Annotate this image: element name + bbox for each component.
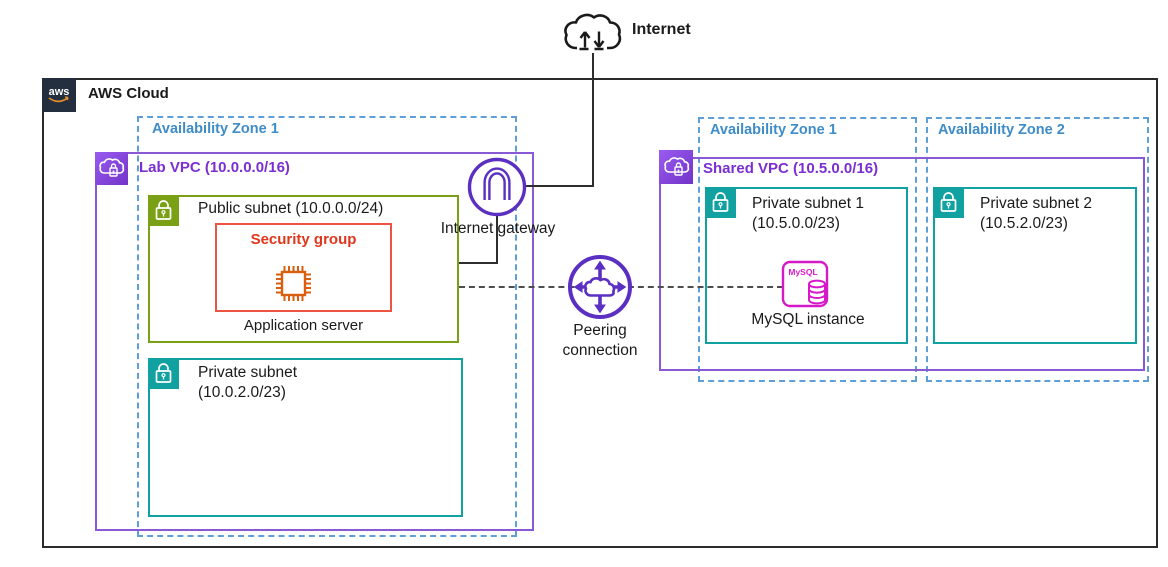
private-subnet-1-box (705, 187, 908, 344)
mysql-instance-label: MySQL instance (751, 311, 865, 328)
shared-vpc-icon (659, 150, 693, 184)
public-subnet-box (148, 195, 459, 343)
availability-zone-right-1-label: Availability Zone 1 (710, 122, 837, 138)
internet-gateway-label: Internet gateway (440, 220, 556, 237)
private-subnet-1-label: Private subnet 1 (10.5.0.0/23) (752, 195, 865, 232)
shared-vpc-label: Shared VPC (10.5.0.0/16) (703, 160, 879, 177)
availability-zone-left-label: Availability Zone 1 (152, 121, 279, 137)
aws-cloud-label: AWS Cloud (88, 85, 169, 102)
shared-vpc-box (659, 157, 1145, 371)
internet-line-vertical (592, 47, 594, 187)
security-group-label: Security group (250, 231, 357, 248)
availability-zone-right-2-label: Availability Zone 2 (938, 122, 1065, 138)
private-subnet-2-label: Private subnet 2 (10.5.2.0/23) (980, 195, 1093, 232)
internet-label: Internet (632, 21, 691, 38)
gateway-subnet-line-horizontal (459, 262, 498, 264)
lab-vpc-box (95, 152, 534, 531)
lab-vpc-icon (95, 152, 128, 185)
internet-line-horizontal (524, 185, 594, 187)
public-subnet-icon (148, 195, 179, 226)
instance-chip-icon (271, 261, 316, 306)
private-subnet-left-box (148, 358, 463, 517)
availability-zone-left-box (137, 116, 517, 537)
availability-zone-right-2-box (926, 117, 1149, 382)
private-subnet-left-icon (148, 358, 179, 389)
private-subnet-2-icon (933, 187, 964, 218)
internet-gateway-icon (466, 156, 528, 218)
mysql-instance-icon: MySQL (781, 260, 833, 310)
aws-logo-text: aws (49, 86, 70, 98)
peering-connection-label: Peering connection (562, 322, 638, 359)
lab-vpc-label: Lab VPC (10.0.0.0/16) (139, 159, 290, 176)
private-subnet-1-icon (705, 187, 736, 218)
internet-icon (561, 10, 623, 54)
private-subnet-left-label: Private subnet (10.0.2.0/23) (198, 364, 298, 401)
gateway-subnet-line-vertical (496, 213, 498, 264)
application-server-label: Application server (243, 317, 364, 334)
peering-connection-icon (565, 252, 635, 322)
mysql-icon-text: MySQL (788, 267, 817, 277)
availability-zone-right-1-box (698, 117, 917, 382)
aws-cloud-box (42, 78, 1158, 548)
private-subnet-2-box (933, 187, 1137, 344)
aws-logo-icon: aws (42, 78, 76, 112)
public-subnet-label: Public subnet (10.0.0.0/24) (198, 200, 384, 217)
security-group-box (215, 223, 392, 312)
